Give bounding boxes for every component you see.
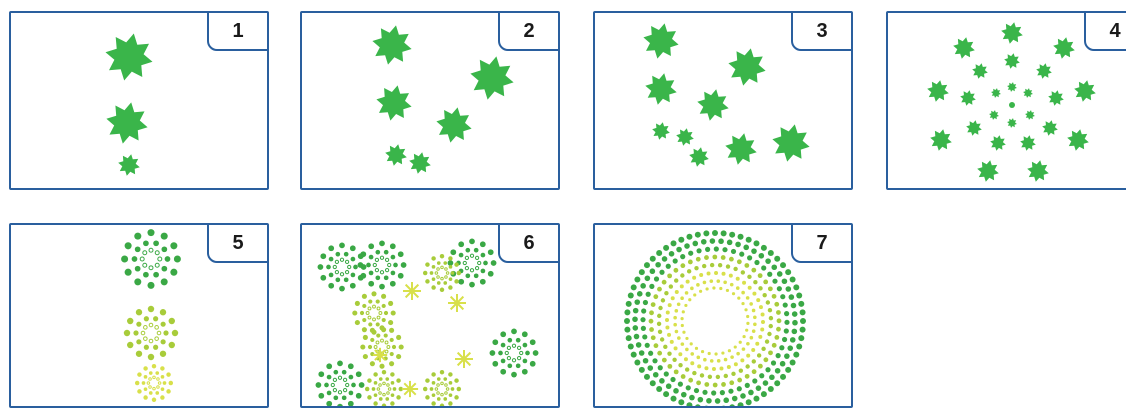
star-shape [689, 147, 709, 167]
panel-1-number: 1 [207, 11, 269, 51]
star-shape [645, 73, 676, 104]
star-shape [106, 102, 147, 143]
dot-flower-shape [124, 306, 178, 360]
star-shape [697, 89, 728, 120]
star-shape [1007, 118, 1017, 128]
star-shape [972, 63, 988, 79]
panel-7-number: 7 [791, 223, 853, 263]
star-shape [436, 107, 471, 142]
star-shape [1036, 63, 1052, 79]
star-shape [106, 34, 153, 81]
panel-6: 6 [300, 223, 560, 408]
panel-2: 2 [300, 11, 560, 190]
dot-flower-shape [365, 370, 403, 406]
star-shape [977, 160, 999, 182]
star-shape [409, 152, 431, 174]
dot-flower-shape [490, 329, 539, 378]
star-shape [1048, 90, 1064, 106]
panel-6-number: 6 [498, 223, 560, 263]
dot-flower-shape [316, 361, 365, 406]
panel-7: 7 [593, 223, 853, 408]
dot-flower-shape [423, 370, 461, 406]
dot-flower-shape [121, 229, 181, 289]
dot-flower-shape [352, 291, 396, 335]
panel-2-number: 2 [498, 11, 560, 51]
star-shape [1042, 120, 1058, 136]
dot-ring-shape [624, 230, 806, 406]
sparkle-shape [403, 282, 421, 300]
panel-5: 5 [9, 223, 269, 408]
star-shape [991, 88, 1001, 98]
star-shape [376, 85, 411, 120]
star-shape [1025, 110, 1035, 120]
star-shape [1004, 53, 1020, 69]
star-shape [960, 90, 976, 106]
sparkle-shape [402, 381, 418, 397]
star-shape [1074, 80, 1096, 102]
star-shape [930, 129, 952, 151]
panel-4-number: 4 [1084, 11, 1126, 51]
star-shape [372, 25, 411, 64]
star-shape [953, 37, 975, 59]
star-shape [989, 110, 999, 120]
sparkle-shape [455, 350, 473, 368]
star-shape [385, 144, 407, 166]
sparkle-shape [448, 294, 466, 312]
dot-flower-shape [135, 364, 173, 402]
panel-5-number: 5 [207, 223, 269, 263]
star-shape [927, 80, 949, 102]
star-shape [1007, 82, 1017, 92]
star-shape [728, 48, 765, 85]
panel-4: 4 [886, 11, 1126, 190]
sparkle-shape [373, 348, 387, 362]
star-shape [990, 135, 1006, 151]
star-shape [652, 122, 670, 140]
panel-3: 3 [593, 11, 853, 190]
star-shape [1053, 37, 1075, 59]
star-shape [772, 124, 809, 161]
star-shape [1023, 88, 1033, 98]
star-shape [676, 128, 694, 146]
star-shape [643, 23, 678, 58]
star-shape [725, 133, 756, 164]
star-shape [966, 120, 982, 136]
star-shape [118, 154, 140, 176]
panel-3-number: 3 [791, 11, 853, 51]
star-shape [1067, 129, 1089, 151]
star-shape [1027, 160, 1049, 182]
star-shape [470, 56, 513, 99]
panel-1: 1 [9, 11, 269, 190]
dot-flower-shape [360, 325, 404, 369]
star-shape [1001, 22, 1023, 44]
star-shape [1020, 135, 1036, 151]
